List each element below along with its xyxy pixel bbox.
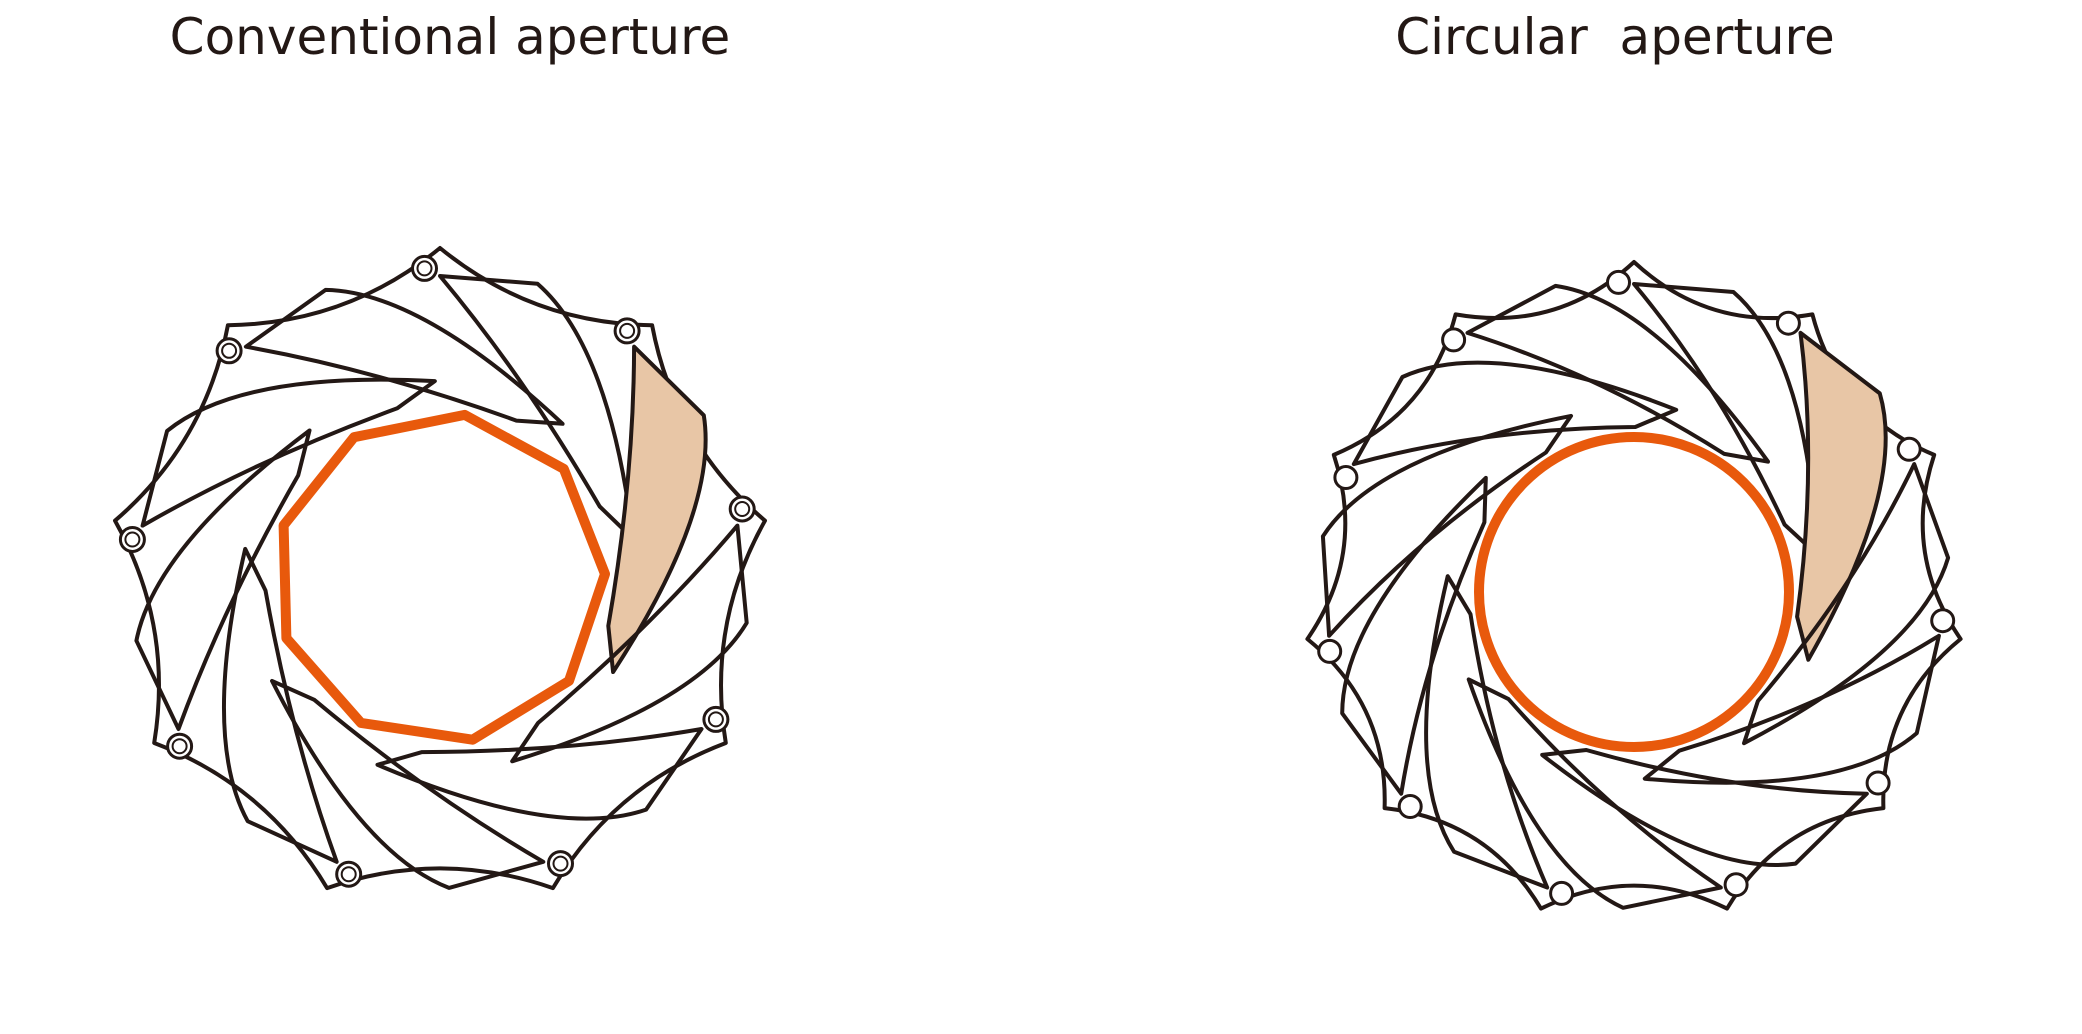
conventional-blade-pin-inner <box>221 342 238 359</box>
conventional-blade-pin <box>166 732 194 760</box>
nonagon-opening <box>278 409 610 745</box>
circular-opening <box>1474 432 1794 752</box>
conventional-blade-pin-inner <box>619 322 636 339</box>
conventional-blade-pin <box>411 254 438 282</box>
circular-blade <box>1424 574 1550 890</box>
circular-blade <box>1540 748 1869 867</box>
circular-highlighted-blade <box>1795 330 1888 662</box>
conventional-blade-pin-inner <box>552 855 569 872</box>
conventional-blade-pin <box>613 317 641 345</box>
circular-blade-pin <box>1930 608 1956 634</box>
conventional-blade-pin <box>702 705 730 733</box>
circular-blade-pin <box>1397 794 1423 819</box>
circular-blade-pin <box>1775 310 1801 336</box>
circular-blade <box>1340 475 1488 796</box>
conventional-highlighted-blade <box>606 344 708 674</box>
conventional-aperture-diagram <box>113 246 767 891</box>
circular-blade <box>1466 677 1723 910</box>
conventional-blade-pin <box>215 337 243 365</box>
circular-blade <box>1320 413 1573 638</box>
circular-blade-pin <box>1606 269 1631 295</box>
conventional-blade <box>270 678 546 890</box>
circular-blade-pin <box>1865 770 1891 796</box>
circular-blade <box>1642 633 1941 785</box>
conventional-blade <box>243 287 565 426</box>
conventional-blade <box>221 546 339 864</box>
circular-blade-pin <box>1333 465 1359 490</box>
conventional-blade-pin-inner <box>171 738 188 755</box>
conventional-blade <box>134 428 312 731</box>
conventional-blade-pin <box>335 860 363 888</box>
conventional-blade <box>140 377 437 528</box>
circular-blade-pin <box>1317 638 1343 664</box>
conventional-blade-pin-inner <box>340 866 357 883</box>
conventional-blade-pin-inner <box>124 531 141 548</box>
conventional-blade-pin <box>728 495 756 523</box>
circular-aperture-diagram <box>1305 260 1963 911</box>
circular-blade <box>1351 360 1679 467</box>
conventional-blade-pin-inner <box>734 501 751 517</box>
conventional-aperture-title: Conventional aperture <box>169 8 731 66</box>
conventional-blade-pin <box>118 526 146 553</box>
conventional-blade-pin-inner <box>707 711 724 728</box>
conventional-blade <box>510 523 749 764</box>
conventional-blade-pin-inner <box>416 260 433 277</box>
circular-aperture-title: Circular aperture <box>1395 8 1835 66</box>
circular-blade-pin <box>1723 872 1749 898</box>
circular-blade-pin <box>1896 436 1922 462</box>
conventional-blade-pin <box>547 850 574 878</box>
circular-blade-pin <box>1549 880 1575 906</box>
circular-blade-pin <box>1441 327 1467 353</box>
conventional-blade <box>375 727 704 821</box>
circular-blade <box>1465 283 1770 464</box>
circular-blade <box>1742 462 1951 746</box>
